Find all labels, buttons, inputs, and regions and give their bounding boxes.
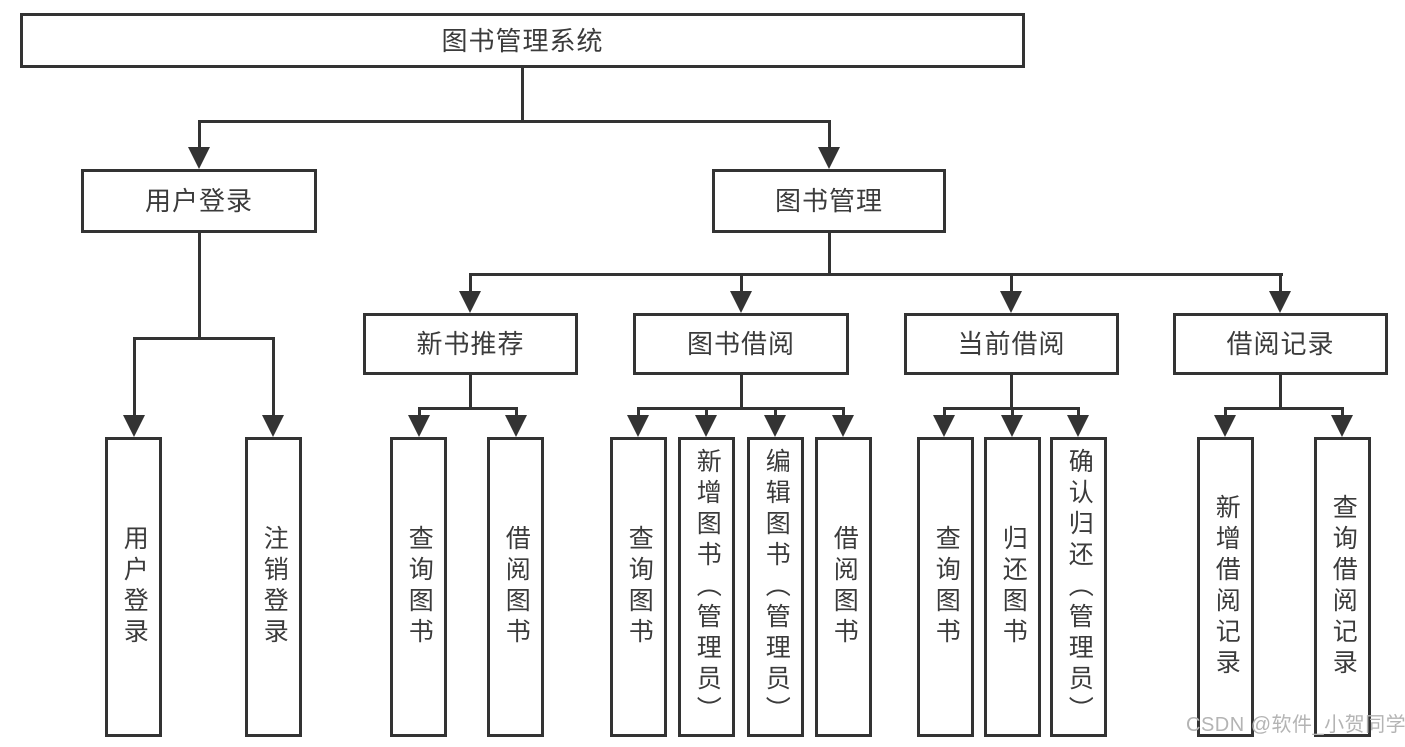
connector-shaft — [418, 407, 421, 417]
node-borrow-records: 借阅记录 — [1173, 313, 1388, 375]
leaf-confirm-return-admin: 确认归还（管理员） — [1050, 437, 1107, 737]
leaf-add-book-admin: 新增图书（管理员） — [678, 437, 735, 737]
arrow-head — [1331, 415, 1353, 437]
arrow-head — [764, 415, 786, 437]
node-root-label: 图书管理系统 — [441, 25, 604, 56]
arrow-head — [408, 415, 430, 437]
node-book-borrow: 图书借阅 — [633, 313, 849, 375]
node-borrow-records-label: 借阅记录 — [1226, 329, 1335, 359]
node-user-login: 用户登录 — [81, 169, 317, 233]
connector-shaft — [515, 407, 518, 417]
arrow-head — [627, 415, 649, 437]
connector-line — [521, 68, 524, 123]
leaf-return-book: 归还图书 — [984, 437, 1041, 737]
arrow-head — [262, 415, 284, 437]
connector-shaft — [1010, 273, 1013, 293]
connector-line — [740, 375, 743, 410]
leaf-add-book-admin-label: 新增图书（管理员） — [693, 447, 722, 727]
connector-shaft — [198, 120, 201, 149]
connector-shaft — [272, 337, 275, 417]
connector-shaft — [705, 407, 708, 417]
leaf-query-books-1-label: 查询图书 — [405, 525, 434, 649]
leaf-query-books-3: 查询图书 — [917, 437, 974, 737]
connector-shaft — [469, 273, 472, 293]
leaf-query-books-2-label: 查询图书 — [625, 525, 654, 649]
csdn-watermark: CSDN @软件_小贺同学 — [1186, 714, 1405, 736]
leaf-confirm-return-admin-label: 确认归还（管理员） — [1065, 447, 1094, 727]
connector-shaft — [740, 273, 743, 293]
connector-line — [133, 337, 275, 340]
leaf-query-borrow-record-label: 查询借阅记录 — [1329, 494, 1358, 680]
arrow-head — [832, 415, 854, 437]
arrow-head — [933, 415, 955, 437]
leaf-query-books-2: 查询图书 — [610, 437, 667, 737]
node-new-book-recommend-label: 新书推荐 — [416, 329, 525, 359]
leaf-query-books-3-label: 查询图书 — [932, 525, 961, 649]
arrow-head — [1214, 415, 1236, 437]
leaf-user-login-label: 用户登录 — [120, 525, 149, 649]
leaf-return-book-label: 归还图书 — [999, 525, 1028, 649]
node-book-management: 图书管理 — [712, 169, 946, 233]
connector-line — [637, 407, 845, 410]
leaf-logout: 注销登录 — [245, 437, 302, 737]
arrow-head — [1067, 415, 1089, 437]
arrow-head — [818, 147, 840, 169]
connector-shaft — [637, 407, 640, 417]
connector-line — [1224, 407, 1344, 410]
connector-line — [1010, 375, 1013, 410]
leaf-borrow-books-1: 借阅图书 — [487, 437, 544, 737]
arrow-head — [1001, 415, 1023, 437]
arrow-head — [1269, 291, 1291, 313]
arrow-head — [188, 147, 210, 169]
node-root: 图书管理系统 — [20, 13, 1025, 68]
node-book-borrow-label: 图书借阅 — [686, 329, 795, 359]
connector-line — [198, 233, 201, 340]
node-current-borrow-label: 当前借阅 — [957, 329, 1066, 359]
connector-shaft — [1011, 407, 1014, 417]
connector-shaft — [1279, 273, 1282, 293]
connector-line — [828, 233, 831, 276]
leaf-add-borrow-record: 新增借阅记录 — [1197, 437, 1254, 737]
leaf-edit-book-admin: 编辑图书（管理员） — [747, 437, 804, 737]
connector-shaft — [842, 407, 845, 417]
connector-line — [469, 375, 472, 410]
arrow-head — [695, 415, 717, 437]
leaf-add-borrow-record-label: 新增借阅记录 — [1212, 494, 1241, 680]
leaf-query-borrow-record: 查询借阅记录 — [1314, 437, 1371, 737]
node-user-login-label: 用户登录 — [144, 186, 253, 216]
connector-line — [418, 407, 518, 410]
connector-line — [198, 120, 831, 123]
connector-shaft — [133, 337, 136, 417]
connector-shaft — [1077, 407, 1080, 417]
node-new-book-recommend: 新书推荐 — [363, 313, 578, 375]
arrow-head — [505, 415, 527, 437]
leaf-borrow-books-1-label: 借阅图书 — [502, 525, 531, 649]
arrow-head — [459, 291, 481, 313]
arrow-head — [730, 291, 752, 313]
leaf-borrow-books-2: 借阅图书 — [815, 437, 872, 737]
node-book-management-label: 图书管理 — [774, 186, 883, 216]
arrow-head — [123, 415, 145, 437]
arrow-head — [1000, 291, 1022, 313]
connector-shaft — [1224, 407, 1227, 417]
connector-line — [469, 273, 1283, 276]
connector-shaft — [828, 120, 831, 149]
leaf-logout-label: 注销登录 — [260, 525, 289, 649]
leaf-edit-book-admin-label: 编辑图书（管理员） — [762, 447, 791, 727]
connector-shaft — [774, 407, 777, 417]
leaf-query-books-1: 查询图书 — [390, 437, 447, 737]
node-current-borrow: 当前借阅 — [904, 313, 1119, 375]
leaf-borrow-books-2-label: 借阅图书 — [830, 525, 859, 649]
connector-shaft — [943, 407, 946, 417]
connector-shaft — [1341, 407, 1344, 417]
leaf-user-login: 用户登录 — [105, 437, 162, 737]
connector-line — [1279, 375, 1282, 410]
